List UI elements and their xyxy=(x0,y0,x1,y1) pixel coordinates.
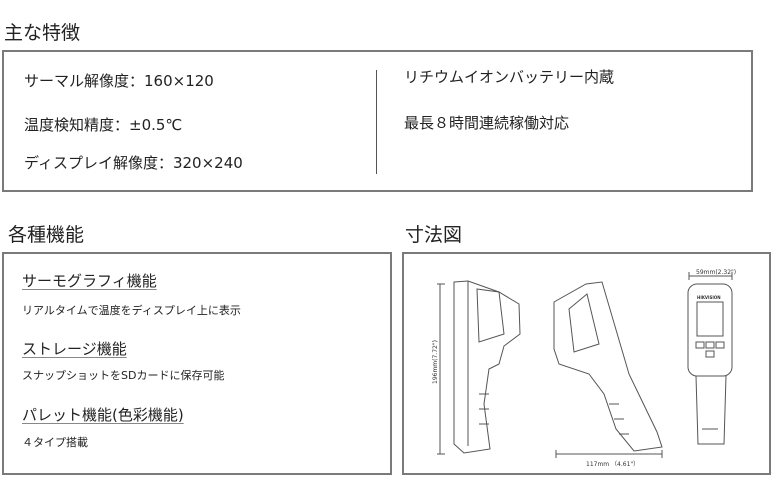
functions-box: サーモグラフィ機能 リアルタイムで温度をディスプレイ上に表示 ストレージ機能 ス… xyxy=(2,252,392,475)
feature-runtime: 最長８時間連続稼働対応 xyxy=(404,114,570,132)
features-box: サーマル解像度：160×120 温度検知精度：±0.5℃ ディスプレイ解像度：3… xyxy=(2,50,753,192)
function-desc: スナップショットをSDカードに保存可能 xyxy=(22,369,225,382)
function-desc: リアルタイムで温度をディスプレイ上に表示 xyxy=(22,304,241,317)
front-view-drawing xyxy=(687,272,733,445)
side-view-drawing xyxy=(437,280,521,455)
dimension-drawing: 59mm(2.32") HIKVISION 117mm （4.61"） 196m… xyxy=(432,269,736,468)
function-title: ストレージ機能 xyxy=(22,340,127,358)
function-desc: ４タイプ搭載 xyxy=(22,436,88,449)
function-title: サーモグラフィ機能 xyxy=(22,272,157,290)
feature-battery: リチウムイオンバッテリー内蔵 xyxy=(404,68,615,86)
function-title: パレット機能(色彩機能) xyxy=(22,406,184,424)
features-heading: 主な特徴 xyxy=(4,22,81,44)
depth-dimension-label: 117mm （4.61"） xyxy=(586,461,639,468)
height-dimension-label: 196mm(7.72") xyxy=(432,340,439,384)
width-dimension-label: 59mm(2.32") xyxy=(696,269,736,276)
dimensions-heading: 寸法図 xyxy=(405,224,463,246)
feature-display-resolution: ディスプレイ解像度：320×240 xyxy=(24,154,243,172)
brand-logo: HIKVISION xyxy=(697,295,721,300)
angled-view-drawing xyxy=(553,281,663,458)
dimension-drawing-box: 59mm(2.32") HIKVISION 117mm （4.61"） 196m… xyxy=(402,252,771,475)
column-divider xyxy=(376,70,377,174)
functions-heading: 各種機能 xyxy=(8,224,85,246)
feature-accuracy: 温度検知精度：±0.5℃ xyxy=(24,116,183,134)
feature-thermal-resolution: サーマル解像度：160×120 xyxy=(24,72,214,90)
